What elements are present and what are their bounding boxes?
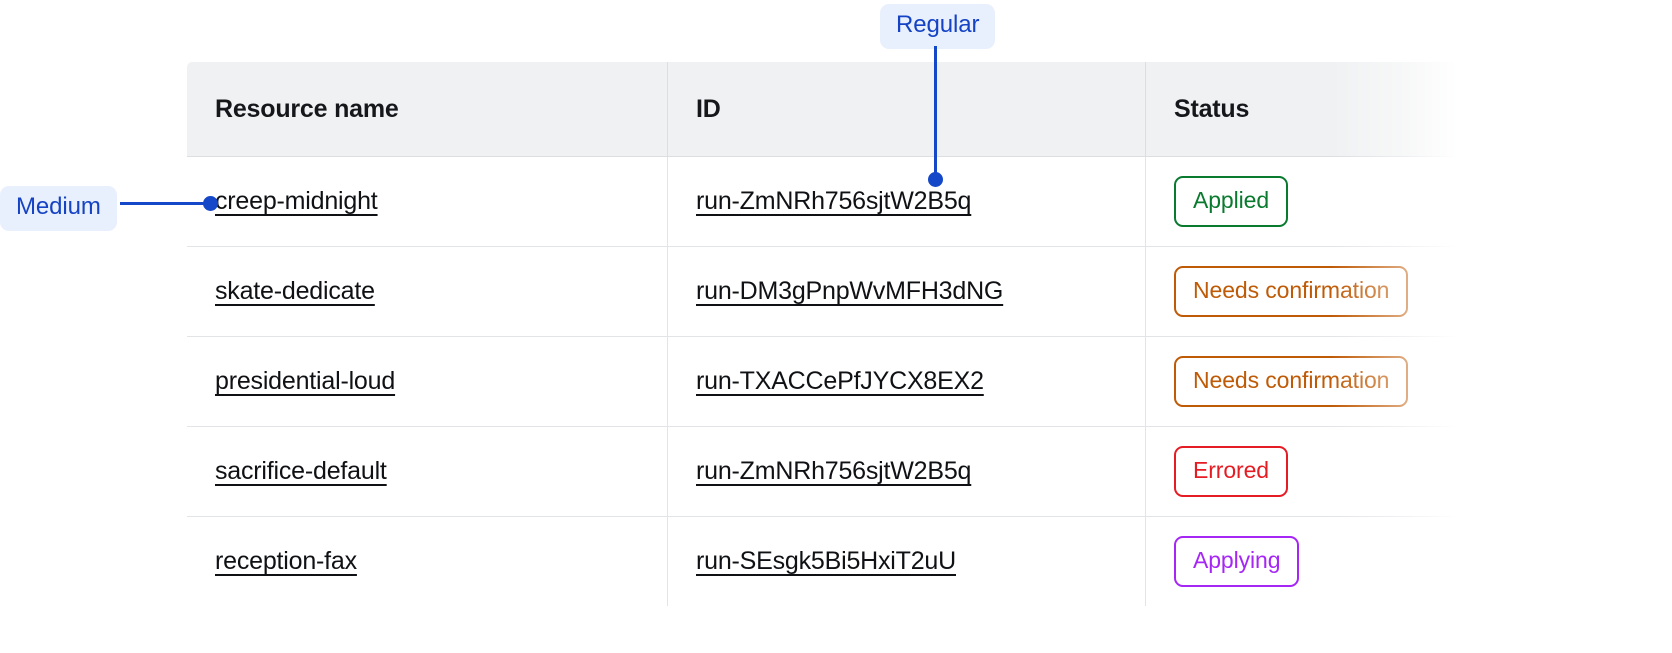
- annotation-label-medium: Medium: [0, 186, 117, 231]
- annotation-label-regular: Regular: [880, 4, 996, 49]
- cell-resource-name: reception-fax: [187, 516, 668, 606]
- table-row: sacrifice-default run-ZmNRh756sjtW2B5q E…: [187, 426, 1461, 517]
- status-badge: Applying: [1174, 536, 1300, 587]
- cell-resource-name: creep-midnight: [187, 156, 668, 247]
- cell-status: Needs confirmation: [1145, 246, 1461, 337]
- cell-status: Errored: [1145, 426, 1461, 517]
- run-id-link[interactable]: run-SEsgk5Bi5HxiT2uU: [696, 547, 956, 575]
- cell-id: run-ZmNRh756sjtW2B5q: [667, 426, 1146, 517]
- table-row: reception-fax run-SEsgk5Bi5HxiT2uU Apply…: [187, 516, 1462, 607]
- annotation-leader-line-medium: [120, 202, 209, 205]
- column-header-status[interactable]: Status: [1145, 62, 1461, 157]
- cell-status: Applying: [1146, 517, 1462, 607]
- resources-table-container: Resource name ID Status creep-midnight r…: [186, 61, 1461, 653]
- cell-id: run-TXACCePfJYCX8EX2: [667, 336, 1146, 427]
- table-row: presidential-loud run-TXACCePfJYCX8EX2 N…: [187, 336, 1461, 427]
- cell-id: run-DM3gPnpWvMFH3dNG: [667, 246, 1146, 337]
- annotation-anchor-dot-medium: [203, 196, 218, 211]
- resource-name-link[interactable]: presidential-loud: [215, 367, 396, 395]
- table-header: Resource name ID Status: [187, 62, 1461, 157]
- run-id-link[interactable]: run-DM3gPnpWvMFH3dNG: [696, 277, 1004, 305]
- column-header-id[interactable]: ID: [667, 62, 1146, 157]
- annotation-leader-line-regular: [934, 46, 937, 186]
- cell-status: Needs confirmation: [1145, 336, 1461, 427]
- status-badge: Errored: [1174, 446, 1288, 497]
- column-header-resource-name[interactable]: Resource name: [187, 62, 668, 157]
- status-badge: Needs confirmation: [1174, 266, 1409, 317]
- resources-table: Resource name ID Status creep-midnight r…: [186, 61, 1461, 607]
- run-id-link[interactable]: run-ZmNRh756sjtW2B5q: [696, 457, 972, 485]
- run-id-link[interactable]: run-TXACCePfJYCX8EX2: [696, 367, 984, 395]
- cell-resource-name: presidential-loud: [187, 336, 668, 427]
- cell-resource-name: sacrifice-default: [187, 426, 668, 517]
- annotation-anchor-dot-regular: [928, 172, 943, 187]
- cell-id: run-SEsgk5Bi5HxiT2uU: [667, 516, 1146, 606]
- resource-name-link[interactable]: reception-fax: [215, 547, 357, 575]
- status-badge: Needs confirmation: [1174, 356, 1409, 407]
- table-row: skate-dedicate run-DM3gPnpWvMFH3dNG Need…: [187, 246, 1461, 337]
- table-header-row: Resource name ID Status: [187, 62, 1461, 157]
- cell-id: run-ZmNRh756sjtW2B5q: [667, 156, 1146, 247]
- resource-name-link[interactable]: skate-dedicate: [215, 277, 375, 305]
- table-row: creep-midnight run-ZmNRh756sjtW2B5q Appl…: [187, 156, 1461, 247]
- resource-name-link[interactable]: sacrifice-default: [215, 457, 387, 485]
- cell-resource-name: skate-dedicate: [187, 246, 668, 337]
- table-body: creep-midnight run-ZmNRh756sjtW2B5q Appl…: [187, 156, 1462, 607]
- status-badge: Applied: [1174, 176, 1289, 227]
- run-id-link[interactable]: run-ZmNRh756sjtW2B5q: [696, 187, 972, 215]
- resource-name-link[interactable]: creep-midnight: [215, 187, 378, 215]
- cell-status: Applied: [1145, 156, 1461, 247]
